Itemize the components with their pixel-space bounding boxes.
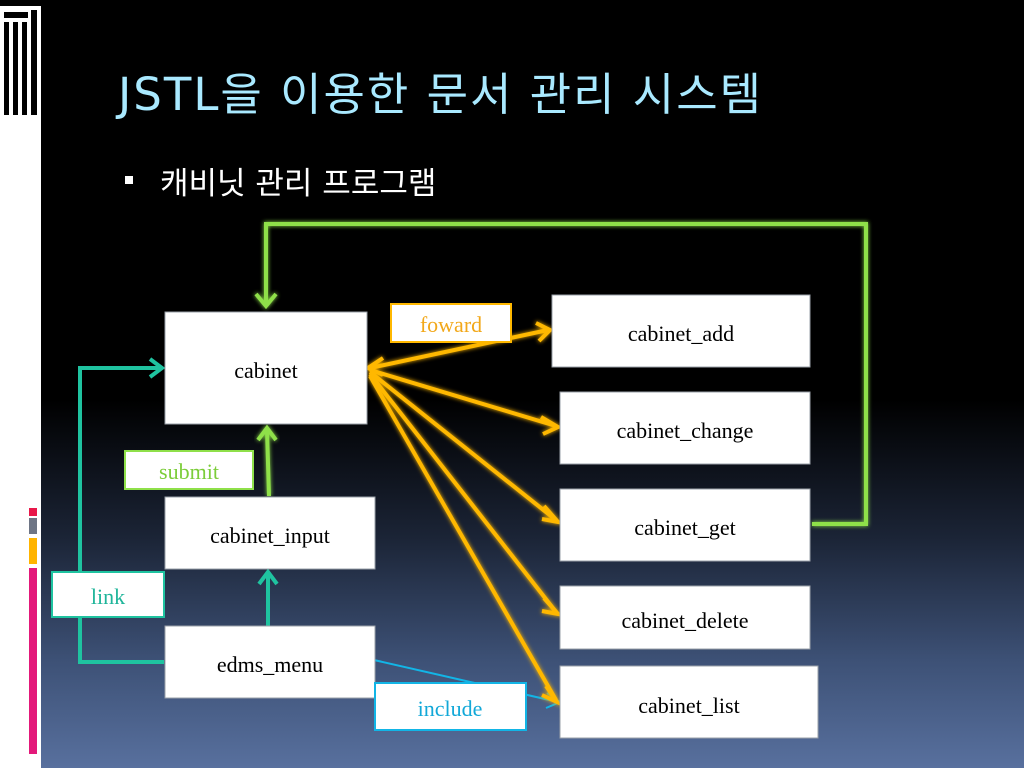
edge-label-foward-text: foward [420,312,482,337]
edge-label-foward: foward [390,303,512,343]
edge-label-submit: submit [124,450,254,490]
node-edms-menu: edms_menu [164,625,376,699]
node-cabinet-label: cabinet [234,358,298,383]
accent-bar-pink [29,568,37,754]
node-cabinet-change-label: cabinet_change [617,418,754,443]
edge-label-link-text: link [91,584,125,609]
left-decor-strip [0,0,41,768]
node-edms-menu-label: edms_menu [217,652,323,677]
link-arrow [78,357,166,664]
menu-to-input-arrow [257,568,279,626]
edge-label-include-text: include [418,696,483,721]
node-cabinet-change: cabinet_change [559,391,811,465]
bullet-text: 캐비닛 관리 프로그램 [160,166,437,202]
accent-bar-red [29,508,37,516]
bullet-marker [125,176,133,184]
loop-connector-get-to-cabinet [254,222,868,526]
node-cabinet-get-label: cabinet_get [634,515,735,540]
node-cabinet-add: cabinet_add [551,294,811,368]
forward-arrow-get [368,370,564,526]
edge-label-include: include [374,682,527,731]
node-cabinet-input-label: cabinet_input [210,523,330,548]
submit-arrow [256,424,278,497]
forward-arrows [363,321,564,707]
node-cabinet-delete: cabinet_delete [559,585,811,650]
node-cabinet-get: cabinet_get [559,488,811,562]
window-pane-icon [0,0,41,115]
edge-label-link: link [51,571,165,618]
node-cabinet-list: cabinet_list [559,665,819,739]
edge-label-submit-text: submit [159,459,219,484]
slide-title: JSTL을 이용한 문서 관리 시스템 [118,68,764,121]
forward-arrow-delete [368,372,564,618]
accent-bar-gray [29,518,37,534]
node-cabinet-list-label: cabinet_list [638,693,739,718]
node-cabinet: cabinet [164,311,368,425]
forward-arrow-list [368,375,563,707]
node-cabinet-input: cabinet_input [164,496,376,570]
accent-bar-yellow [29,538,37,564]
node-cabinet-delete-label: cabinet_delete [621,608,748,633]
node-cabinet-add-label: cabinet_add [628,321,734,346]
forward-arrow-change [369,368,563,436]
